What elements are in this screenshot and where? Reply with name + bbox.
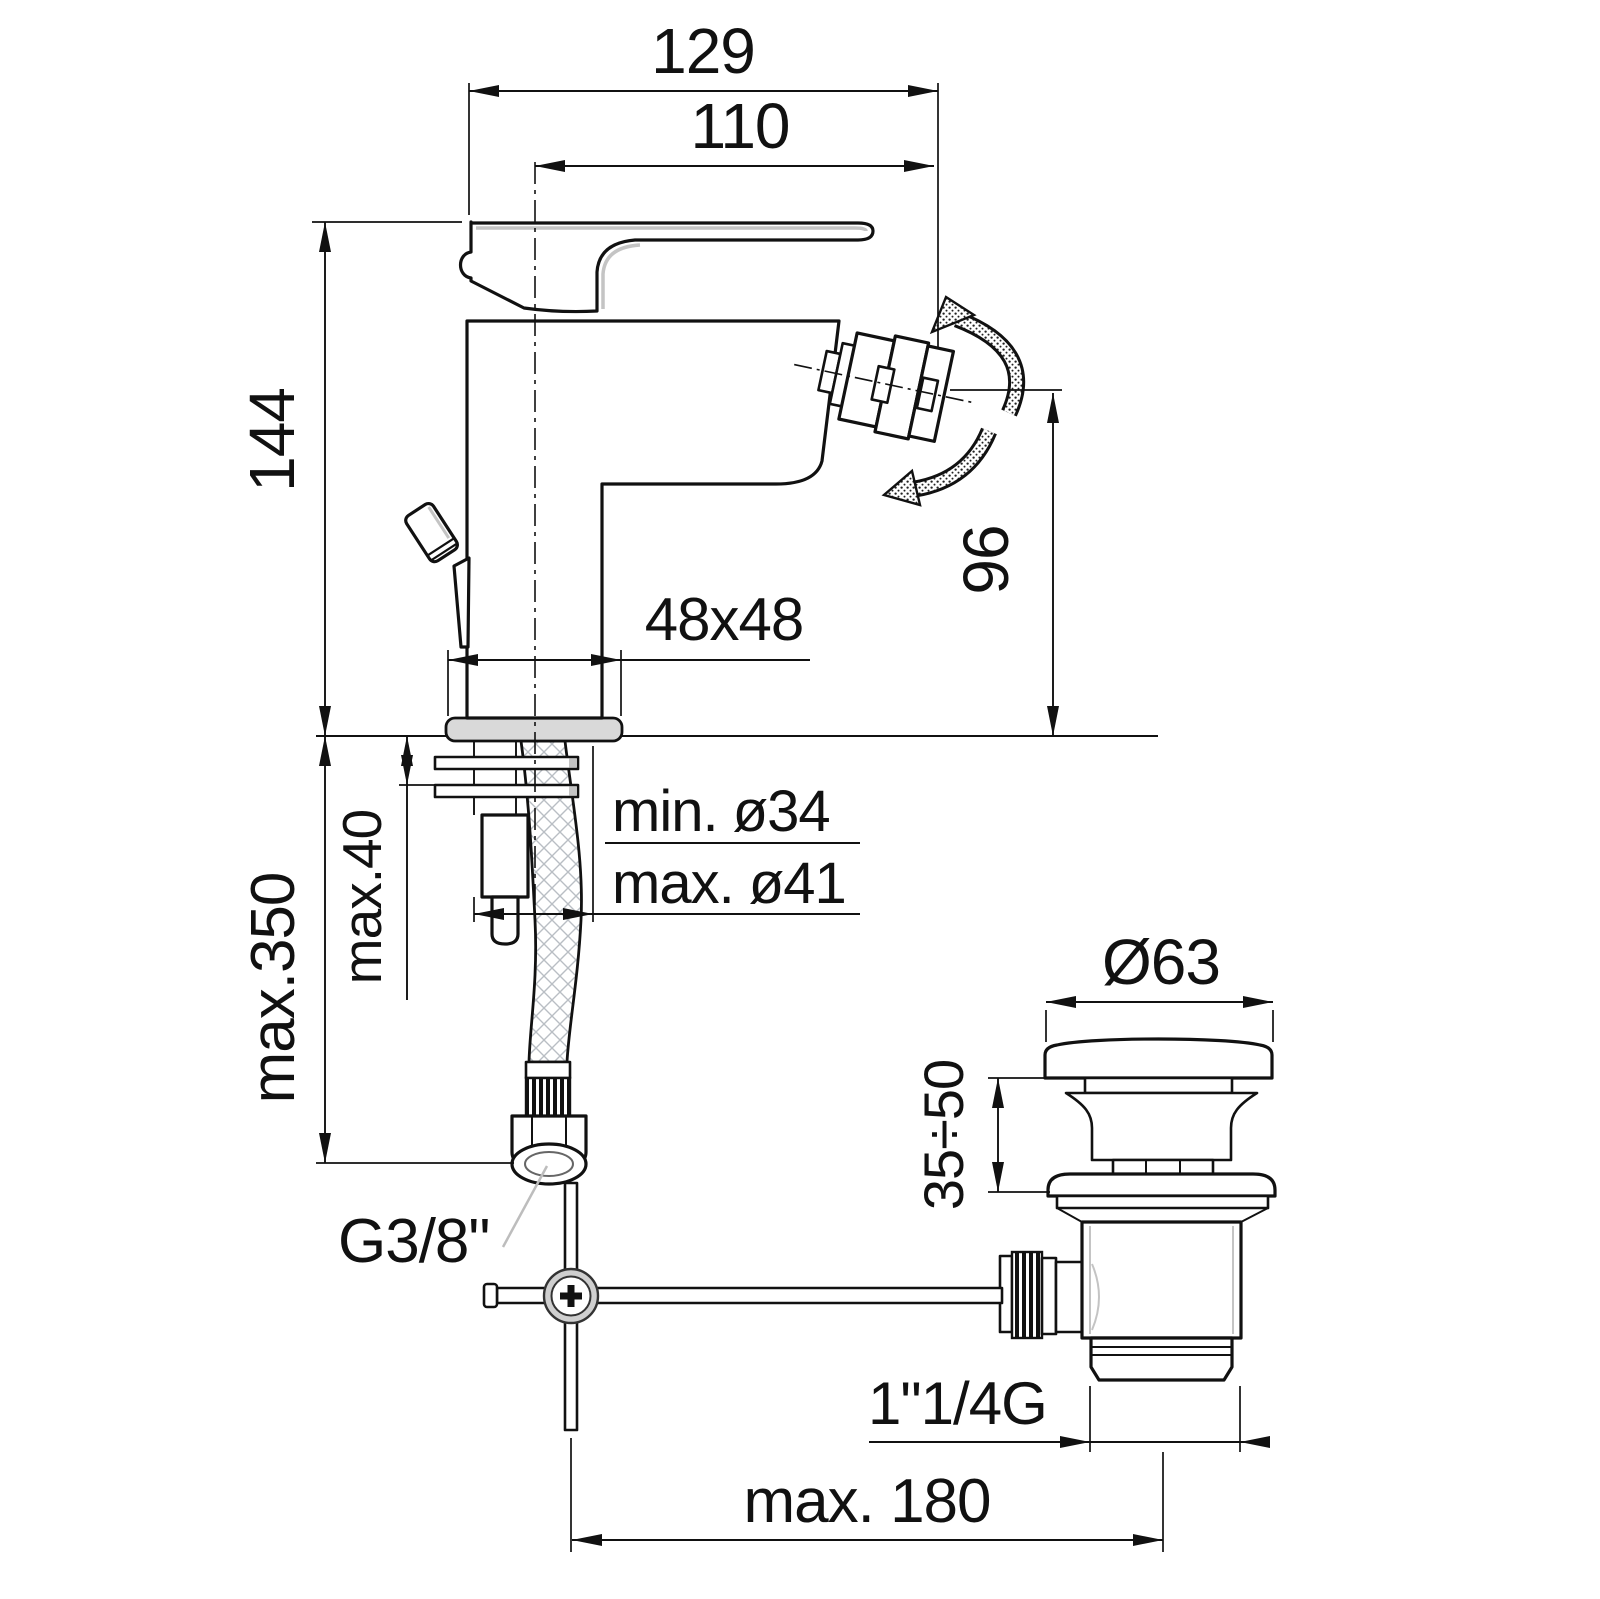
pop-up-linkage <box>482 1181 1004 1432</box>
bidet-mixer <box>316 162 1158 1186</box>
rotation-arrow-down-icon <box>881 427 997 507</box>
dim-total-height: 144 <box>236 222 331 736</box>
dim-hose-length: max.350 <box>239 736 514 1164</box>
dim-waste-cap-diameter: Ø63 <box>1045 926 1274 1042</box>
hose-ferrule <box>524 1060 572 1080</box>
dim-label-129: 129 <box>651 15 755 87</box>
link-rod-end-cap <box>482 1282 499 1309</box>
mounting-washer-top <box>433 755 580 771</box>
dim-waste-thread: 1"1/4G <box>868 1370 1270 1452</box>
phillips-cross-icon <box>567 1285 575 1307</box>
dim-spout-height: 96 <box>950 389 1062 736</box>
dim-label-96: 96 <box>950 525 1022 594</box>
dim-label-1-1-4G: 1"1/4G <box>868 1370 1047 1437</box>
dim-overall-projection: 129 <box>312 15 939 348</box>
rod-inlet-collar <box>1040 1256 1058 1336</box>
rod-inlet-boss <box>1054 1260 1084 1334</box>
rotation-arrow-up-icon <box>929 295 1026 417</box>
dim-label-110: 110 <box>690 90 789 162</box>
dim-base-plate-section: 48x48 <box>447 586 810 716</box>
dim-label-max40: max.40 <box>331 810 393 984</box>
dim-label-hole-max: max. ø41 <box>612 851 846 916</box>
dim-deck-hole: min. ø34 max. ø41 <box>473 746 860 922</box>
mixer-handle-lever <box>458 220 875 314</box>
callout-supply-thread: G3/8" <box>338 1165 549 1276</box>
linkage-clamp-screw <box>542 1267 600 1325</box>
dim-rod-reach: max. 180 <box>570 1438 1164 1552</box>
mounting-stud-sleeve <box>480 813 530 899</box>
mounting-washer-bottom <box>433 783 580 799</box>
waste-skirt <box>1064 1091 1259 1162</box>
mixer-body <box>465 319 841 720</box>
swivel-aerator <box>794 331 976 443</box>
dimensions: 129 110 144 max.350 <box>236 15 1274 1552</box>
dim-label-hole-min: min. ø34 <box>612 779 830 844</box>
drain-pull-knob <box>404 501 471 649</box>
dim-deck-thickness: max.40 <box>331 736 435 1000</box>
pop-up-waste <box>998 1037 1277 1382</box>
handle-highlight <box>476 226 868 309</box>
dim-label-35-50: 35÷50 <box>912 1060 975 1210</box>
dim-label-max350: max.350 <box>239 873 308 1104</box>
dim-waste-height-range: 35÷50 <box>912 1060 1050 1210</box>
waste-body <box>1080 1220 1243 1340</box>
waste-tabs <box>1111 1158 1215 1176</box>
waste-cap <box>1043 1037 1274 1080</box>
waste-cap-plate <box>1083 1076 1234 1095</box>
dim-label-144: 144 <box>236 388 308 492</box>
dim-spout-projection: 110 <box>535 90 934 172</box>
rod-inlet-knurled-nut <box>1010 1250 1044 1340</box>
washer-shade <box>569 758 577 768</box>
dim-label-g38: G3/8" <box>338 1207 489 1276</box>
waste-flange-lip <box>1055 1194 1270 1210</box>
dim-label-max180: max. 180 <box>743 1467 990 1536</box>
waste-flange <box>1046 1172 1277 1198</box>
hose-knurl-band <box>524 1076 572 1118</box>
aerator-rotation-arrows <box>881 295 1026 507</box>
dim-label-d63: Ø63 <box>1102 926 1220 998</box>
dim-label-48x48: 48x48 <box>645 586 803 653</box>
washer-shade <box>569 786 577 796</box>
mounting-stud-rod <box>490 895 520 946</box>
base-plate <box>444 716 624 743</box>
waste-tailpiece <box>1089 1336 1234 1382</box>
